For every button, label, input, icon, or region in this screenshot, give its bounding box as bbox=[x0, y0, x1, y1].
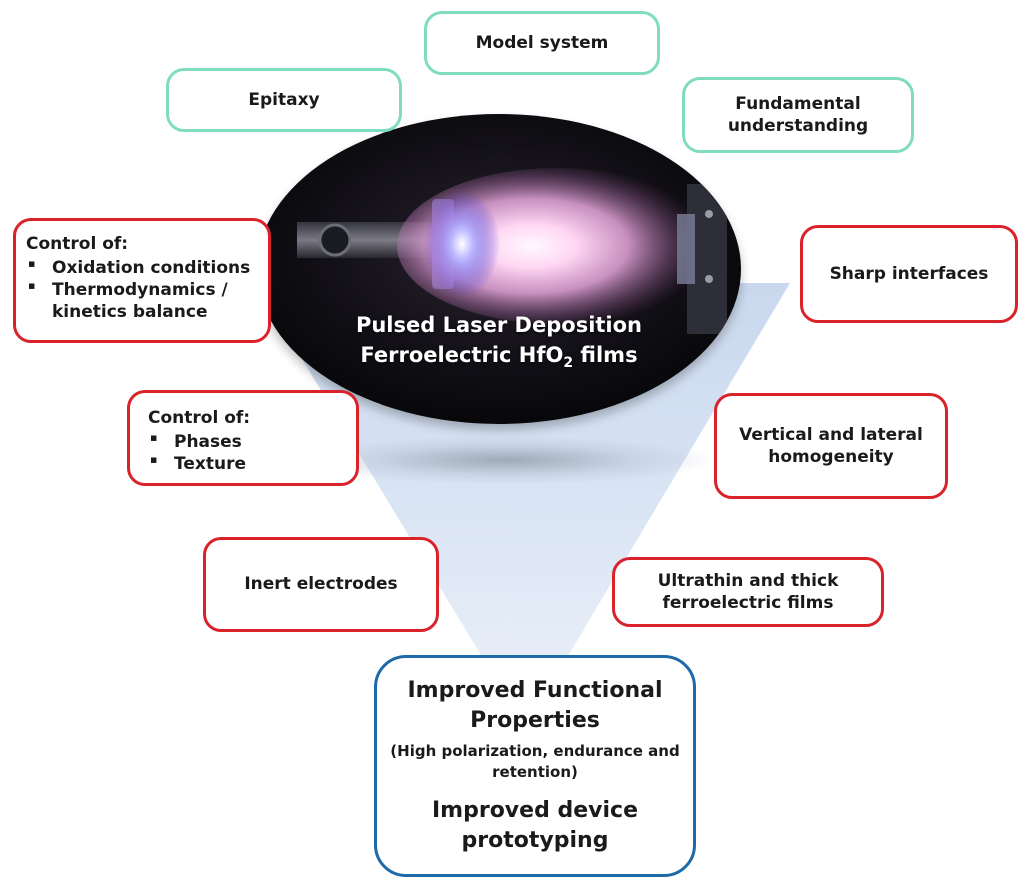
result-device-prototyping: Improved device prototyping bbox=[431, 797, 638, 853]
box-inert-electrodes: Inert electrodes bbox=[203, 537, 439, 632]
box-model-system: Model system bbox=[424, 11, 660, 75]
hero-caption-line2-prefix: Ferroelectric HfO bbox=[360, 343, 564, 368]
box-homogeneity: Vertical and lateral homogeneity bbox=[714, 393, 948, 499]
control-top-heading: Control of: bbox=[26, 234, 129, 254]
box-homogeneity-label: Vertical and lateral homogeneity bbox=[739, 424, 923, 467]
control-mid-item: Phases bbox=[148, 431, 246, 453]
result-properties-detail: (High polarization, endurance and retent… bbox=[390, 742, 680, 781]
box-fundamental-understanding: Fundamental understanding bbox=[682, 77, 914, 153]
box-control-phases: Control of: Phases Texture bbox=[127, 390, 359, 486]
control-mid-list: Phases Texture bbox=[148, 431, 246, 475]
result-box: Improved Functional Properties (High pol… bbox=[374, 655, 696, 877]
box-fundamental-label: Fundamental understanding bbox=[727, 93, 869, 136]
control-mid-item: Texture bbox=[148, 453, 246, 475]
control-top-item: Oxidation conditions bbox=[26, 257, 258, 279]
box-ultrathin-label: Ultrathin and thick ferroelectric films bbox=[657, 570, 839, 613]
hero-shadow bbox=[300, 436, 710, 484]
box-model-system-label: Model system bbox=[475, 32, 609, 53]
box-sharp-interfaces-label: Sharp interfaces bbox=[829, 263, 989, 284]
pld-plasma-image: Pulsed Laser Deposition Ferroelectric Hf… bbox=[257, 114, 741, 424]
hero-caption-line1: Pulsed Laser Deposition bbox=[355, 313, 643, 337]
hero-caption-line2-suffix: films bbox=[573, 343, 638, 368]
result-functional-properties: Improved Functional Properties bbox=[407, 678, 663, 733]
box-sharp-interfaces: Sharp interfaces bbox=[800, 225, 1018, 323]
control-mid-heading: Control of: bbox=[148, 408, 251, 428]
hero-caption-subscript: 2 bbox=[563, 355, 574, 372]
control-top-item: Thermodynamics / kinetics balance bbox=[26, 279, 258, 323]
hero-caption: Pulsed Laser Deposition Ferroelectric Hf… bbox=[257, 310, 741, 374]
box-inert-electrodes-label: Inert electrodes bbox=[244, 574, 398, 595]
hero-caption-line2: Ferroelectric HfO2 films bbox=[257, 340, 741, 373]
box-epitaxy: Epitaxy bbox=[166, 68, 402, 132]
box-ultrathin-films: Ultrathin and thick ferroelectric films bbox=[612, 557, 884, 627]
control-top-list: Oxidation conditions Thermodynamics / ki… bbox=[26, 257, 258, 323]
box-epitaxy-label: Epitaxy bbox=[248, 89, 320, 110]
box-control-oxidation: Control of: Oxidation conditions Thermod… bbox=[13, 218, 271, 343]
